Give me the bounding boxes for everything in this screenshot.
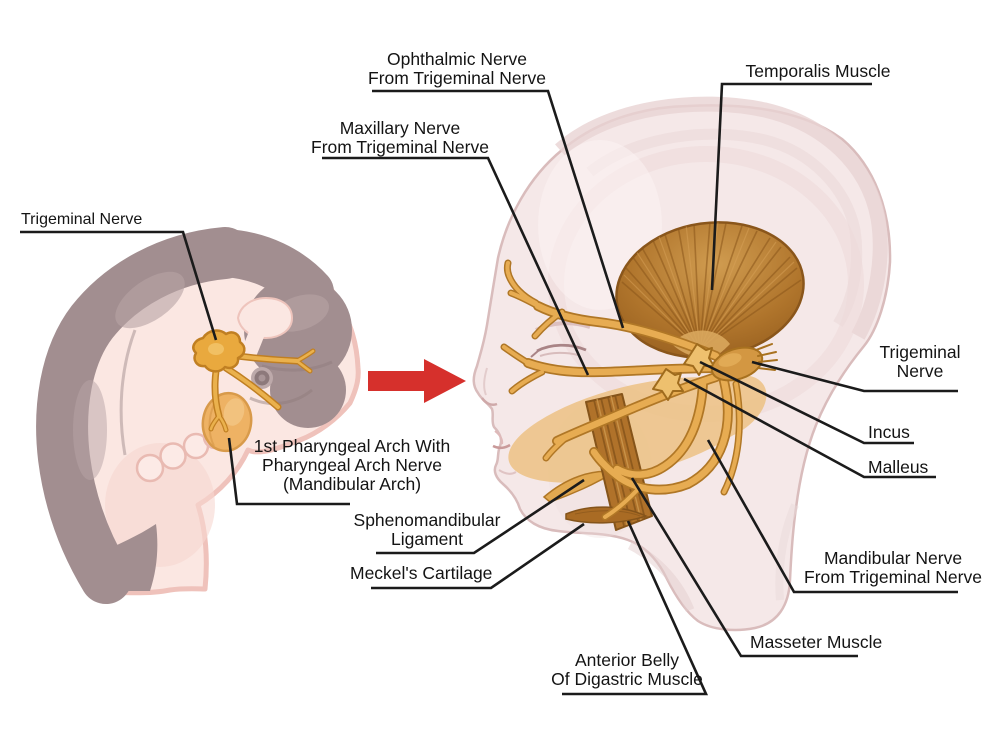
- infant-head-figure: [472, 96, 892, 632]
- leader-masseter: [630, 477, 858, 658]
- label-maxillary-nerve: Maxillary Nerve From Trigeminal Nerve: [311, 118, 489, 157]
- leader-trigeminal-embryo: [20, 230, 218, 341]
- label-anterior-digastric: Anterior Belly Of Digastric Muscle: [551, 650, 703, 689]
- mouth-line: [492, 443, 511, 450]
- leader-trigeminal-head: [751, 360, 958, 393]
- label-malleus: Malleus: [868, 457, 929, 477]
- trigeminal-ganglion-shape: [710, 343, 778, 382]
- leader-meckels: [371, 522, 585, 590]
- label-trigeminal-nerve-head: Trigeminal Nerve: [879, 342, 961, 381]
- label-temporalis-muscle: Temporalis Muscle: [745, 61, 891, 81]
- label-meckels-cartilage: Meckel's Cartilage: [350, 563, 493, 583]
- temporalis-muscle-shape: [615, 221, 805, 359]
- leader-mandibular: [706, 439, 958, 594]
- label-mandibular-nerve: Mandibular Nerve From Trigeminal Nerve: [804, 548, 982, 587]
- embryo-figure: [36, 227, 361, 604]
- incus-shape: [683, 343, 715, 376]
- leader-maxillary: [322, 156, 590, 376]
- closed-eye: [536, 343, 587, 353]
- leader-sphenomandibular: [376, 478, 585, 555]
- nostril: [480, 397, 498, 406]
- leader-incus: [699, 360, 914, 445]
- leader-temporalis: [710, 82, 872, 291]
- embryo-eye-spot: [251, 367, 273, 389]
- malleus-shape: [652, 368, 684, 401]
- label-sphenomandibular: Sphenomandibular Ligament: [353, 510, 501, 549]
- leader-pharyngeal-arch: [227, 437, 350, 506]
- embryo-mauve-body: [36, 227, 251, 604]
- leader-ophthalmic: [372, 89, 625, 329]
- leader-anterior-digastric: [562, 520, 709, 696]
- label-ophthalmic-nerve: Ophthalmic Nerve From Trigeminal Nerve: [368, 49, 546, 88]
- embryo-trigeminal-nerve-shape: [192, 329, 313, 430]
- label-incus: Incus: [868, 422, 910, 442]
- label-pharyngeal-arch: 1st Pharyngeal Arch With Pharyngeal Arch…: [253, 436, 451, 494]
- leader-malleus: [683, 377, 936, 479]
- ossicles: [652, 343, 715, 401]
- chin-crease: [498, 469, 517, 475]
- label-trigeminal-nerve-embryo: Trigeminal Nerve: [21, 211, 143, 228]
- leader-lines: [20, 82, 958, 696]
- develops-into-arrow: [368, 359, 466, 403]
- label-masseter-muscle: Masseter Muscle: [750, 632, 883, 652]
